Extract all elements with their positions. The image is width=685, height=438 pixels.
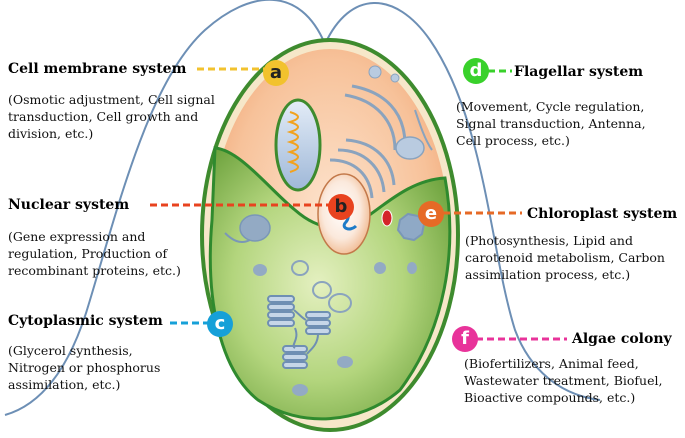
cytoplasmic-desc: (Glycerol synthesis, Nitrogen or phospho… (8, 343, 161, 392)
chloroplast-title: Chloroplast system (527, 206, 678, 222)
algae-colony-desc: (Biofertilizers, Animal feed, Wastewater… (464, 356, 663, 405)
pyrenoid (396, 212, 426, 242)
badge-f: f (452, 326, 478, 352)
nuclear-title: Nuclear system (8, 197, 130, 213)
cell-membrane-desc: (Osmotic adjustment, Cell signal transdu… (8, 92, 215, 141)
flagellum-right (324, 2, 601, 401)
flagellar-title: Flagellar system (514, 64, 644, 80)
flagellar-desc: (Movement, Cycle regulation, Signal tran… (456, 99, 646, 148)
cell-membrane-title: Cell membrane system (8, 61, 187, 77)
badge-b: b (328, 194, 354, 220)
badge-a: a (263, 60, 289, 86)
vesicle (395, 136, 425, 160)
eyespot (381, 209, 393, 227)
badge-d: d (463, 58, 489, 84)
flagellum-left (4, 0, 326, 416)
badge-c: c (207, 311, 233, 337)
badge-e: e (418, 201, 444, 227)
nuclear-desc: (Gene expression and regulation, Product… (8, 229, 181, 278)
thylakoid-stacks (267, 295, 331, 369)
golgi-apparatus (329, 84, 407, 199)
algae-colony-title: Algae colony (572, 331, 672, 347)
chloroplast-desc: (Photosynthesis, Lipid and carotenoid me… (465, 233, 665, 282)
cytoplasmic-title: Cytoplasmic system (8, 313, 163, 329)
